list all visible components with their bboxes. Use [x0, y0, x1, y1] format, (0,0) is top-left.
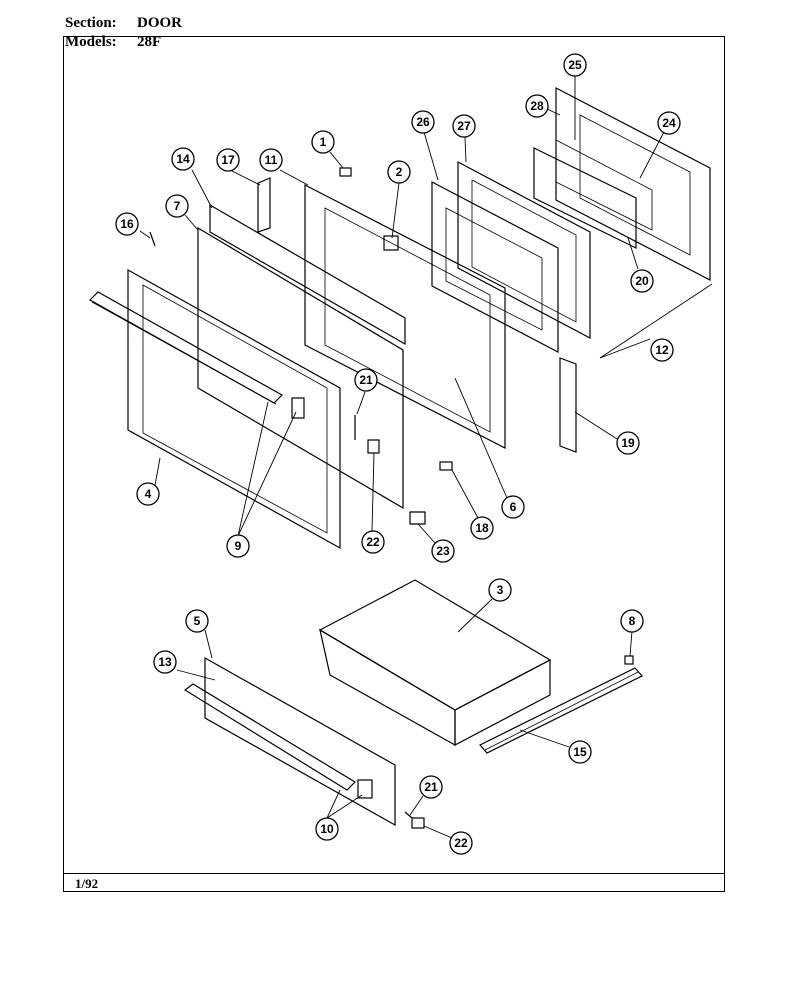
callout-19: 19 — [616, 431, 640, 455]
svg-text:24: 24 — [662, 116, 676, 130]
svg-text:13: 13 — [158, 655, 172, 669]
callout-25: 25 — [563, 53, 587, 77]
svg-text:11: 11 — [265, 153, 278, 167]
svg-text:20: 20 — [635, 274, 649, 288]
callout-15: 15 — [568, 740, 592, 764]
callout-14: 14 — [171, 147, 195, 171]
door-handle-part-9 — [89, 291, 305, 419]
models-value: 28F — [137, 34, 162, 50]
svg-text:25: 25 — [568, 58, 582, 72]
small-parts-door — [149, 167, 453, 525]
callout-27: 27 — [452, 114, 476, 138]
callout-9: 9 — [226, 534, 250, 558]
callout-22-door: 22 — [361, 530, 385, 554]
svg-text:4: 4 — [145, 487, 152, 501]
callout-26: 26 — [411, 110, 435, 134]
svg-text:26: 26 — [416, 115, 430, 129]
callout-24: 24 — [657, 111, 681, 135]
callout-8: 8 — [620, 609, 644, 633]
svg-text:27: 27 — [457, 119, 471, 133]
callout-7: 7 — [165, 194, 189, 218]
svg-text:16: 16 — [120, 217, 134, 231]
section-label: Section: — [65, 15, 117, 31]
callout-17: 17 — [216, 148, 240, 172]
drawer-front-part-5 — [204, 656, 396, 827]
footer-date: 1/92 — [75, 876, 99, 891]
svg-text:17: 17 — [221, 153, 235, 167]
svg-text:22: 22 — [366, 535, 380, 549]
hinge-channel-part-19 — [559, 357, 577, 453]
drawer-handle-part-10 — [183, 683, 373, 799]
svg-text:10: 10 — [320, 822, 334, 836]
small-parts-drawer — [404, 655, 634, 829]
drawer-slide-part-15 — [479, 667, 643, 754]
callout-28: 28 — [525, 94, 549, 118]
outer-door-panel-part-4 — [127, 268, 341, 550]
callout-6: 6 — [501, 495, 525, 519]
svg-text:12: 12 — [655, 343, 669, 357]
models-label: Models: — [65, 34, 117, 50]
svg-text:6: 6 — [510, 500, 517, 514]
callout-20: 20 — [630, 269, 654, 293]
svg-text:21: 21 — [424, 780, 438, 794]
svg-text:15: 15 — [573, 745, 587, 759]
svg-text:5: 5 — [194, 614, 201, 628]
callout-10: 10 — [315, 817, 339, 841]
section-header: Section: DOOR — [65, 14, 182, 32]
svg-text:1: 1 — [320, 135, 327, 149]
insulation-part-27 — [457, 161, 591, 339]
callout-4: 4 — [136, 482, 160, 506]
svg-text:19: 19 — [621, 436, 635, 450]
svg-text:28: 28 — [530, 99, 544, 113]
footer-separator — [63, 873, 725, 874]
callout-22-drawer: 22 — [449, 831, 473, 855]
svg-text:21: 21 — [359, 373, 373, 387]
callout-11: 11 — [259, 148, 283, 172]
callout-13: 13 — [153, 650, 177, 674]
leader-lines — [139, 76, 713, 839]
door-frame-part-11 — [304, 184, 506, 449]
svg-text:14: 14 — [176, 152, 190, 166]
window-pack-part-28 — [555, 87, 711, 281]
svg-text:2: 2 — [396, 165, 403, 179]
svg-text:8: 8 — [629, 614, 636, 628]
models-header: Models: 28F — [65, 33, 161, 51]
diagram-frame — [63, 36, 725, 892]
callout-2: 2 — [387, 160, 411, 184]
callout-18: 18 — [470, 516, 494, 540]
svg-text:3: 3 — [497, 583, 504, 597]
callout-16: 16 — [115, 212, 139, 236]
drawer-box-part-3 — [318, 579, 552, 747]
svg-text:9: 9 — [235, 539, 242, 553]
callout-5: 5 — [185, 609, 209, 633]
callout-1: 1 — [311, 130, 335, 154]
svg-text:22: 22 — [454, 836, 468, 850]
callout-21-door: 21 — [354, 368, 378, 392]
door-glass-part-7 — [197, 226, 404, 510]
gasket-part-17 — [257, 177, 271, 233]
svg-text:23: 23 — [436, 544, 450, 558]
window-glass-part-24 — [533, 139, 653, 249]
svg-text:18: 18 — [475, 521, 489, 535]
section-value: DOOR — [137, 15, 182, 31]
inner-door-part-26 — [431, 181, 559, 353]
callout-12: 12 — [650, 338, 674, 362]
door-liner-part-14 — [209, 203, 406, 346]
callout-23: 23 — [431, 539, 455, 563]
callout-3: 3 — [488, 578, 512, 602]
svg-text:7: 7 — [174, 199, 181, 213]
callout-21-drawer: 21 — [419, 775, 443, 799]
